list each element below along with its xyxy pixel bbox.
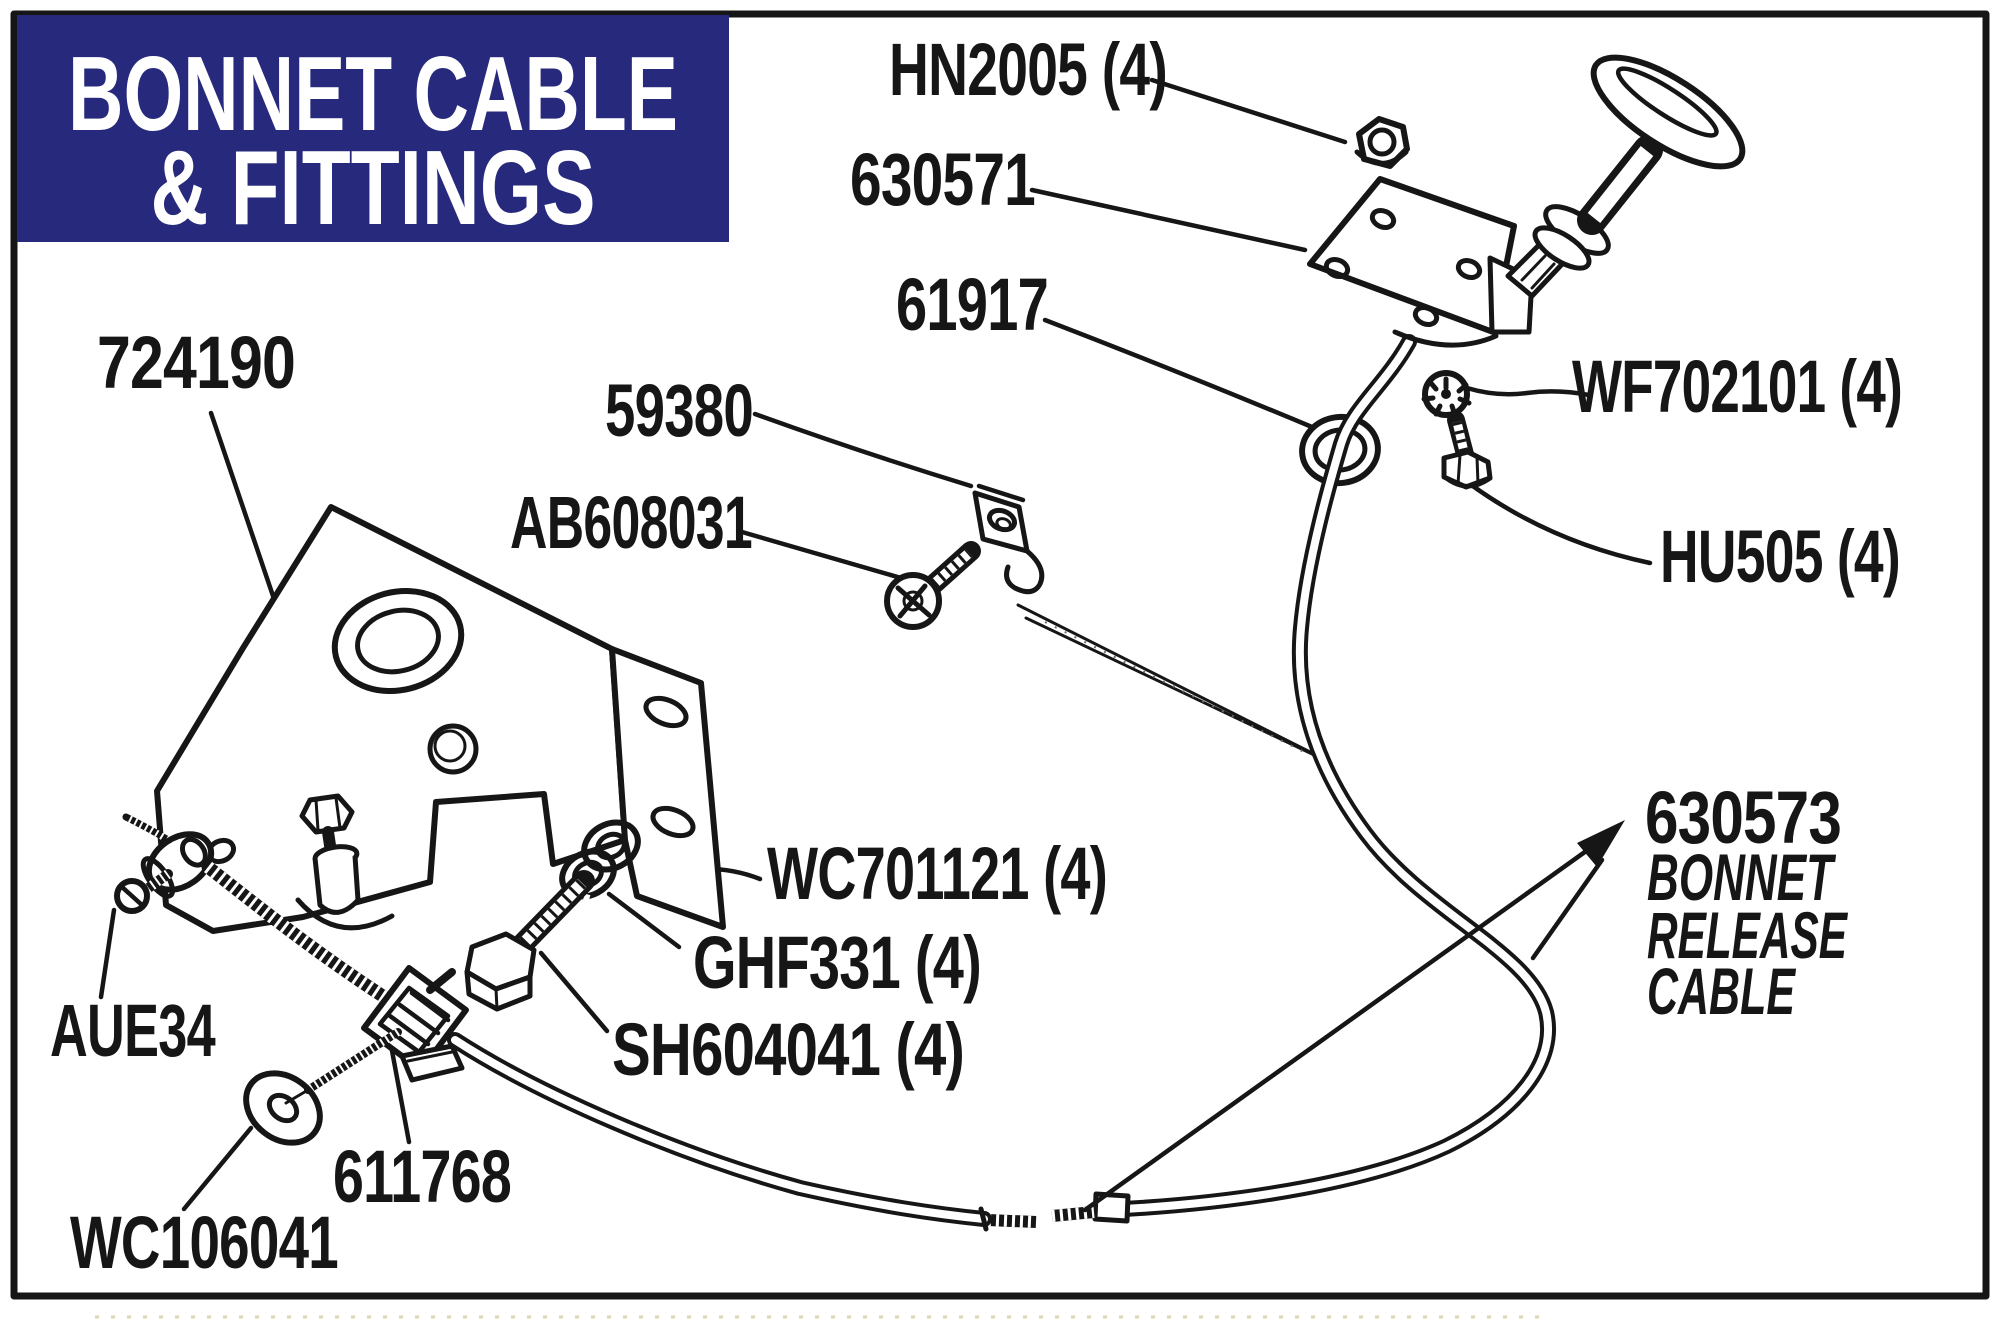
clip-position-wedge [1016,603,1333,765]
bracket-ring-hole [331,587,465,695]
part-label-sh604041: SH604041 (4) [612,1008,964,1091]
cable-note-line-3: CABLE [1647,954,1796,1028]
part-label-724190: 724190 [97,321,295,404]
handle-collar-2 [1532,225,1592,271]
flange-slot-lower [650,805,696,839]
diagram-border [10,10,1990,1300]
bracket-face [154,504,628,934]
washer-wc106041 [243,1070,323,1146]
part-label-wf702101: WF702101 (4) [1572,345,1902,428]
p-clip-59380 [972,483,1045,595]
pull-handle [1505,54,1746,299]
hex-bolt-sh604041 [464,870,595,1012]
part-label-wc106041: WC106041 [70,1201,338,1284]
part-label-61917: 61917 [896,263,1048,346]
cable-description: BONNET RELEASE CABLE [1647,840,1848,1028]
cable-ferrule [1092,1191,1131,1224]
part-label-611768: 611768 [333,1135,511,1218]
part-label-630573: 630573 [1645,776,1841,859]
sheath-end-cut [978,1206,989,1232]
leader-611768 [387,1037,412,1145]
inner-cable-coil [201,860,399,1009]
bonnet-release-cable [447,334,1556,1232]
main-mounting-bracket [154,504,726,934]
leader-wc106041 [181,1125,254,1212]
bracket-small-hole [427,723,479,775]
leader-wf702101 [1464,385,1592,398]
arrowhead-icon [1577,820,1625,867]
bracket-flange [609,646,726,930]
part-label-hn2005: HN2005 (4) [889,28,1167,111]
part-label-ab608031: AB608031 [510,481,752,564]
page-title-line-2: & FITTINGS [151,129,596,247]
p-clip-foot [1004,548,1045,595]
part-label-wc701121: WC701121 (4) [767,832,1107,915]
clevis-pin [295,793,395,931]
cable-clamp-611768 [361,965,469,1083]
part-label-ghf331: GHF331 (4) [693,921,981,1004]
inner-cable-rod [284,1028,402,1105]
leader-ab608031 [739,529,904,581]
leader-aue34 [98,907,117,1000]
star-washer-wf702101 [1421,370,1472,418]
page-title-line-1: BONNET CABLE [68,35,678,153]
cable-callout-arrow [1082,820,1625,1213]
cable-note-line-1: BONNET [1647,840,1836,914]
bracket-small-hole-inner [433,729,467,763]
part-labels: HN2005 (4) 630571 61917 WF702101 (4) HU5… [50,28,1903,1284]
bracket-screw-holes [1323,208,1483,327]
title-background [17,15,729,242]
trunnion-screw-aue34 [114,869,173,914]
set-bolt-hu505 [1441,411,1493,490]
flange-slot-upper [643,695,689,729]
leader-ghf331 [606,891,682,950]
leader-hn2005 [1149,77,1348,145]
lock-nut-hn2005 [1354,116,1410,169]
part-label-hu505: HU505 (4) [1660,515,1900,598]
self-tap-screw-ab608031 [884,541,981,630]
part-label-aue34: AUE34 [50,989,216,1072]
part-label-630571: 630571 [850,138,1035,221]
leader-61917 [1042,317,1315,430]
leader-630571 [1029,187,1308,253]
handle-grip [1590,54,1746,170]
part-label-59380: 59380 [605,369,753,452]
title-banner: BONNET CABLE & FITTINGS [17,15,729,247]
leader-sh604041 [538,950,610,1034]
clevis-pin-body [312,855,361,915]
leader-59380 [752,411,974,489]
bracket-hem [1392,329,1499,348]
clevis-pin-base [295,897,395,931]
leader-hu505 [1467,481,1653,566]
cable-note-line-2: RELEASE [1647,898,1848,972]
handle-bracket-630571 [1307,176,1535,348]
